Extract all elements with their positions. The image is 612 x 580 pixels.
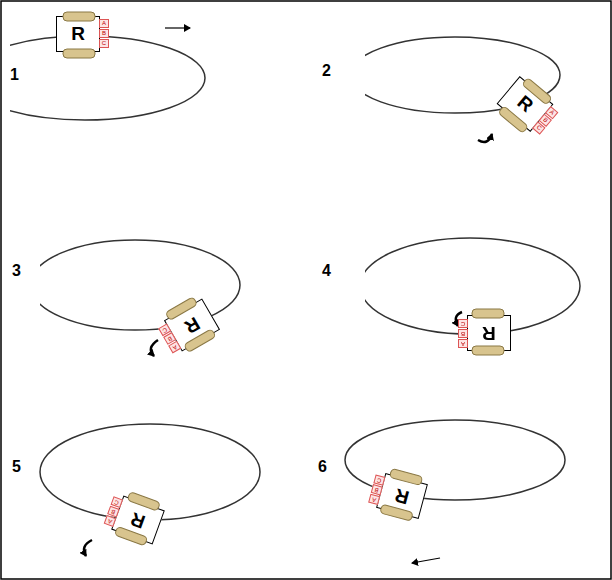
panel-number: 1 [10,66,19,84]
sensor-box: A [368,494,380,505]
sensor-box: B [99,29,109,38]
turn-arrow [478,134,492,142]
sensor-letter: C [533,123,544,134]
sensor-letter: B [459,330,467,337]
sensor-letter: C [100,40,108,47]
robot-body: RABC [497,76,554,132]
robot-body: RABC [467,315,511,351]
motion-arrow [412,558,440,563]
track [345,420,565,500]
robot-letter: R [468,317,510,350]
sensor-letter: A [369,495,379,504]
panel-number: 3 [12,262,21,280]
sensor-letter: A [459,340,467,347]
robot-body: RABC [376,473,428,519]
sensor-letter: A [100,20,108,27]
sensor-letter: B [100,30,108,37]
wheel [63,12,95,21]
panel-number: 6 [318,458,327,476]
sensor-letter: B [372,485,382,494]
sensor-letter: A [105,516,115,525]
panel-number: 2 [322,62,331,80]
wheel [63,49,95,58]
panel-number: 5 [12,458,21,476]
wheel [472,309,504,318]
sensor-letter: B [108,507,118,516]
sensor-letter: A [170,342,180,352]
wheel [389,468,422,485]
panel-number: 4 [322,262,331,280]
sensor-letter: C [375,476,385,485]
track [40,424,260,520]
sensor-box: B [458,329,468,338]
sensor-letter: C [112,498,122,507]
motion-arrow [165,27,190,28]
turn-arrow [151,340,158,356]
wheel [472,346,504,355]
sensor-box: A [458,339,468,348]
robot-letter: R [57,17,99,50]
robot-body: RABC [164,298,220,351]
sensor-box: C [99,39,109,48]
track [10,36,205,120]
sensor-box: C [458,319,468,328]
wheel [127,492,160,511]
robot-body: RABC [56,16,100,52]
turn-arrow [84,540,92,556]
robot-body: RABC [111,496,165,545]
sensor-letter: C [459,320,467,327]
sensor-box: A [99,19,109,28]
